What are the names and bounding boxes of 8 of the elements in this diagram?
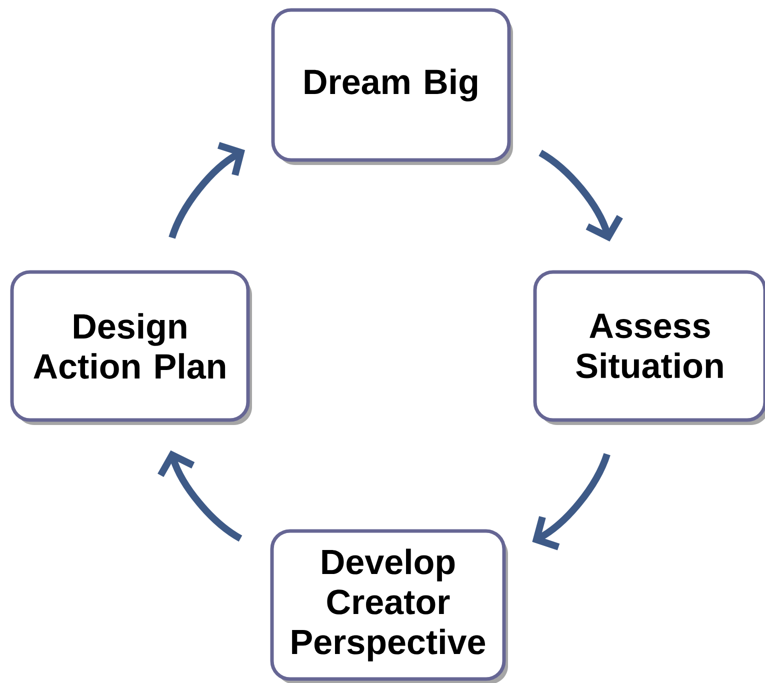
arrow [168, 142, 245, 239]
process-box: Design Action Plan [10, 270, 252, 425]
arrow [538, 150, 623, 242]
process-box: Assess Situation [533, 270, 765, 425]
arrow [532, 452, 610, 550]
process-box: Develop Creator Perspective [270, 529, 508, 683]
process-box: Dream Big [271, 8, 513, 165]
arrow [158, 450, 242, 542]
